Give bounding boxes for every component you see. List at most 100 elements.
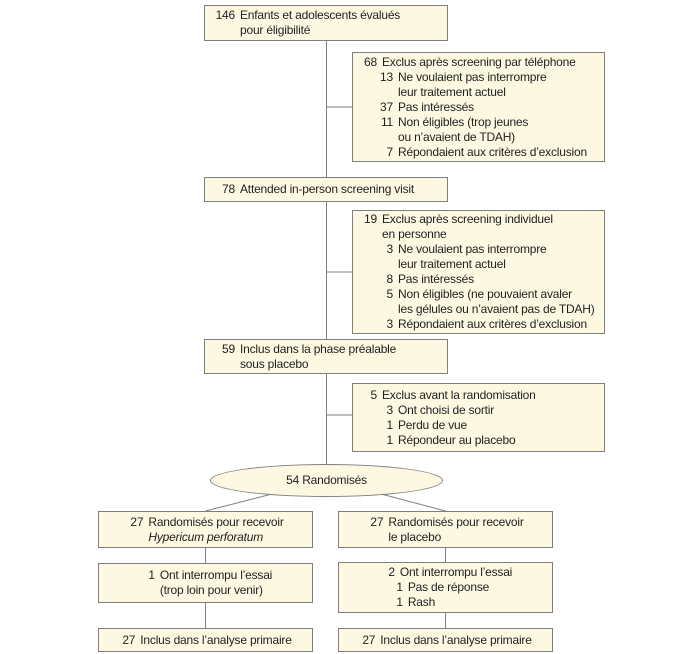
box-content: 27 Randomisés pour recevoir le placebo bbox=[367, 515, 523, 545]
flow-line-item: 3 Répondaient aux critères d’exclusion bbox=[375, 317, 598, 332]
flow-line-item: 19 Exclus après screening individuel en p… bbox=[359, 212, 598, 242]
flow-line-item: 8 Pas intéressés bbox=[375, 272, 598, 287]
item-count: 5 bbox=[386, 287, 394, 301]
randomized-ellipse: 54 Randomisés bbox=[210, 464, 443, 497]
item-count: 59 bbox=[222, 341, 235, 356]
item-count: 3 bbox=[386, 402, 394, 417]
flow-line-item: 27 Randomisés pour recevoir le placebo bbox=[367, 515, 523, 545]
box-discontinued-hypericum: 1 Ont interrompu l’essai (trop loin pour … bbox=[98, 563, 313, 603]
item-count: 19 bbox=[364, 212, 377, 226]
item-text: Exclus avant la randomisation bbox=[382, 387, 536, 402]
item-text: Non éligibles (ne pouvaient avaler les g… bbox=[398, 287, 595, 316]
flow-line-item: 13 Ne voulaient pas interrompre leur trai… bbox=[375, 70, 598, 100]
item-text: Répondaient aux critères d’exclusion bbox=[398, 144, 587, 159]
item-count: 27 bbox=[130, 514, 144, 529]
flow-line-item: 3 Ont choisi de sortir bbox=[375, 403, 598, 418]
item-text: Répondaient aux critères d’exclusion bbox=[398, 317, 587, 331]
item-count: 7 bbox=[386, 144, 394, 159]
box-content: 59 Inclus dans la phase préalable sous pl… bbox=[211, 342, 441, 372]
item-count: 1 bbox=[386, 432, 394, 447]
box-content: 146 Enfants et adolescents évalués pour é… bbox=[211, 8, 441, 38]
item-text: Ne voulaient pas interrompre leur traite… bbox=[398, 69, 547, 99]
item-text: Ont interrompu l’essai bbox=[399, 565, 513, 579]
item-text: Perdu de vue bbox=[398, 417, 467, 432]
box-content: 27 Inclus dans l’analyse primaire bbox=[119, 632, 292, 648]
item-text: Attended in-person screening visit bbox=[240, 182, 414, 196]
flow-line-item: 78 Attended in-person screening visit bbox=[211, 182, 441, 197]
flow-line-item: 5 Non éligibles (ne pouvaient avaler les … bbox=[375, 287, 598, 317]
item-text: Exclus après screening individuel en per… bbox=[382, 212, 553, 241]
item-text: Pas intéressés bbox=[398, 272, 474, 286]
flow-line-item: 5 Exclus avant la randomisation bbox=[359, 388, 598, 403]
item-text: Inclus dans la phase préalable sous plac… bbox=[240, 341, 397, 371]
flow-line-item: 27 Inclus dans l’analyse primaire bbox=[119, 632, 292, 648]
item-count: 27 bbox=[362, 632, 376, 647]
item-count: 3 bbox=[386, 242, 394, 256]
item-text: Non éligibles (trop jeunes ou n’avaient … bbox=[398, 114, 529, 144]
item-text: Ont choisi de sortir bbox=[398, 402, 495, 417]
item-count: 27 bbox=[122, 632, 136, 647]
flow-line-item: 11 Non éligibles (trop jeunes ou n’avaien… bbox=[375, 115, 598, 145]
item-count: 68 bbox=[364, 54, 377, 69]
flow-line-item: 68 Exclus après screening par téléphone bbox=[359, 55, 598, 70]
item-count: 146 bbox=[215, 8, 236, 22]
item-text-line2: Hypericum perforatum bbox=[148, 529, 264, 544]
item-count: 8 bbox=[386, 272, 394, 286]
item-text: Pas intéressés bbox=[398, 99, 474, 114]
item-count: 27 bbox=[370, 514, 384, 529]
item-count: 3 bbox=[386, 317, 394, 331]
item-text: Exclus après screening par téléphone bbox=[382, 54, 576, 69]
item-count: 11 bbox=[380, 114, 393, 129]
item-text: Randomisés pour recevoir le placebo bbox=[388, 514, 524, 544]
randomized-label: 54 Randomisés bbox=[286, 473, 367, 487]
diagonal-right-line bbox=[380, 493, 446, 512]
item-count: 5 bbox=[370, 387, 378, 402]
box-attended-in-person-screening: 78 Attended in-person screening visit bbox=[204, 177, 448, 202]
flow-line-item: 37 Pas intéressés bbox=[375, 100, 598, 115]
item-count: 37 bbox=[380, 99, 393, 114]
flow-line-item: 1 Rash bbox=[391, 595, 512, 610]
item-count: 1 bbox=[148, 568, 155, 582]
flow-line-item: 59 Inclus dans la phase préalable sous pl… bbox=[211, 342, 441, 372]
item-count: 13 bbox=[380, 69, 393, 84]
item-text: Rash bbox=[407, 595, 436, 609]
box-assessed-for-eligibility: 146 Enfants et adolescents évalués pour é… bbox=[204, 5, 448, 41]
flow-line-item: 3 Ne voulaient pas interrompre leur trait… bbox=[375, 242, 598, 272]
item-text: Ne voulaient pas interrompre leur traite… bbox=[398, 242, 547, 271]
item-text: Répondeur au placebo bbox=[398, 432, 516, 447]
box-arm-placebo: 27 Randomisés pour recevoir le placebo bbox=[338, 511, 553, 548]
item-count: 1 bbox=[396, 595, 403, 609]
box-primary-analysis-hypericum: 27 Inclus dans l’analyse primaire bbox=[98, 628, 313, 652]
box-placebo-lead-in-phase: 59 Inclus dans la phase préalable sous pl… bbox=[204, 339, 448, 374]
item-count: 78 bbox=[222, 182, 235, 196]
box-content: 1 Ont interrompu l’essai (trop loin pour … bbox=[139, 568, 272, 598]
item-count: 1 bbox=[396, 580, 403, 594]
box-content: 19 Exclus après screening individuel en p… bbox=[359, 212, 598, 332]
flow-line-item: 1 Ont interrompu l’essai (trop loin pour … bbox=[139, 568, 272, 598]
diagonal-left-line bbox=[205, 493, 273, 512]
flow-line-item: 7 Répondaient aux critères d’exclusion bbox=[375, 145, 598, 160]
box-content: 78 Attended in-person screening visit bbox=[211, 182, 441, 197]
box-excluded-after-in-person-screening: 19 Exclus après screening individuel en p… bbox=[352, 210, 605, 334]
item-text: Enfants et adolescents évalués pour élig… bbox=[240, 8, 401, 37]
item-text: Inclus dans l’analyse primaire bbox=[140, 632, 292, 647]
item-text: Ont interrompu l’essai (trop loin pour v… bbox=[159, 568, 273, 597]
